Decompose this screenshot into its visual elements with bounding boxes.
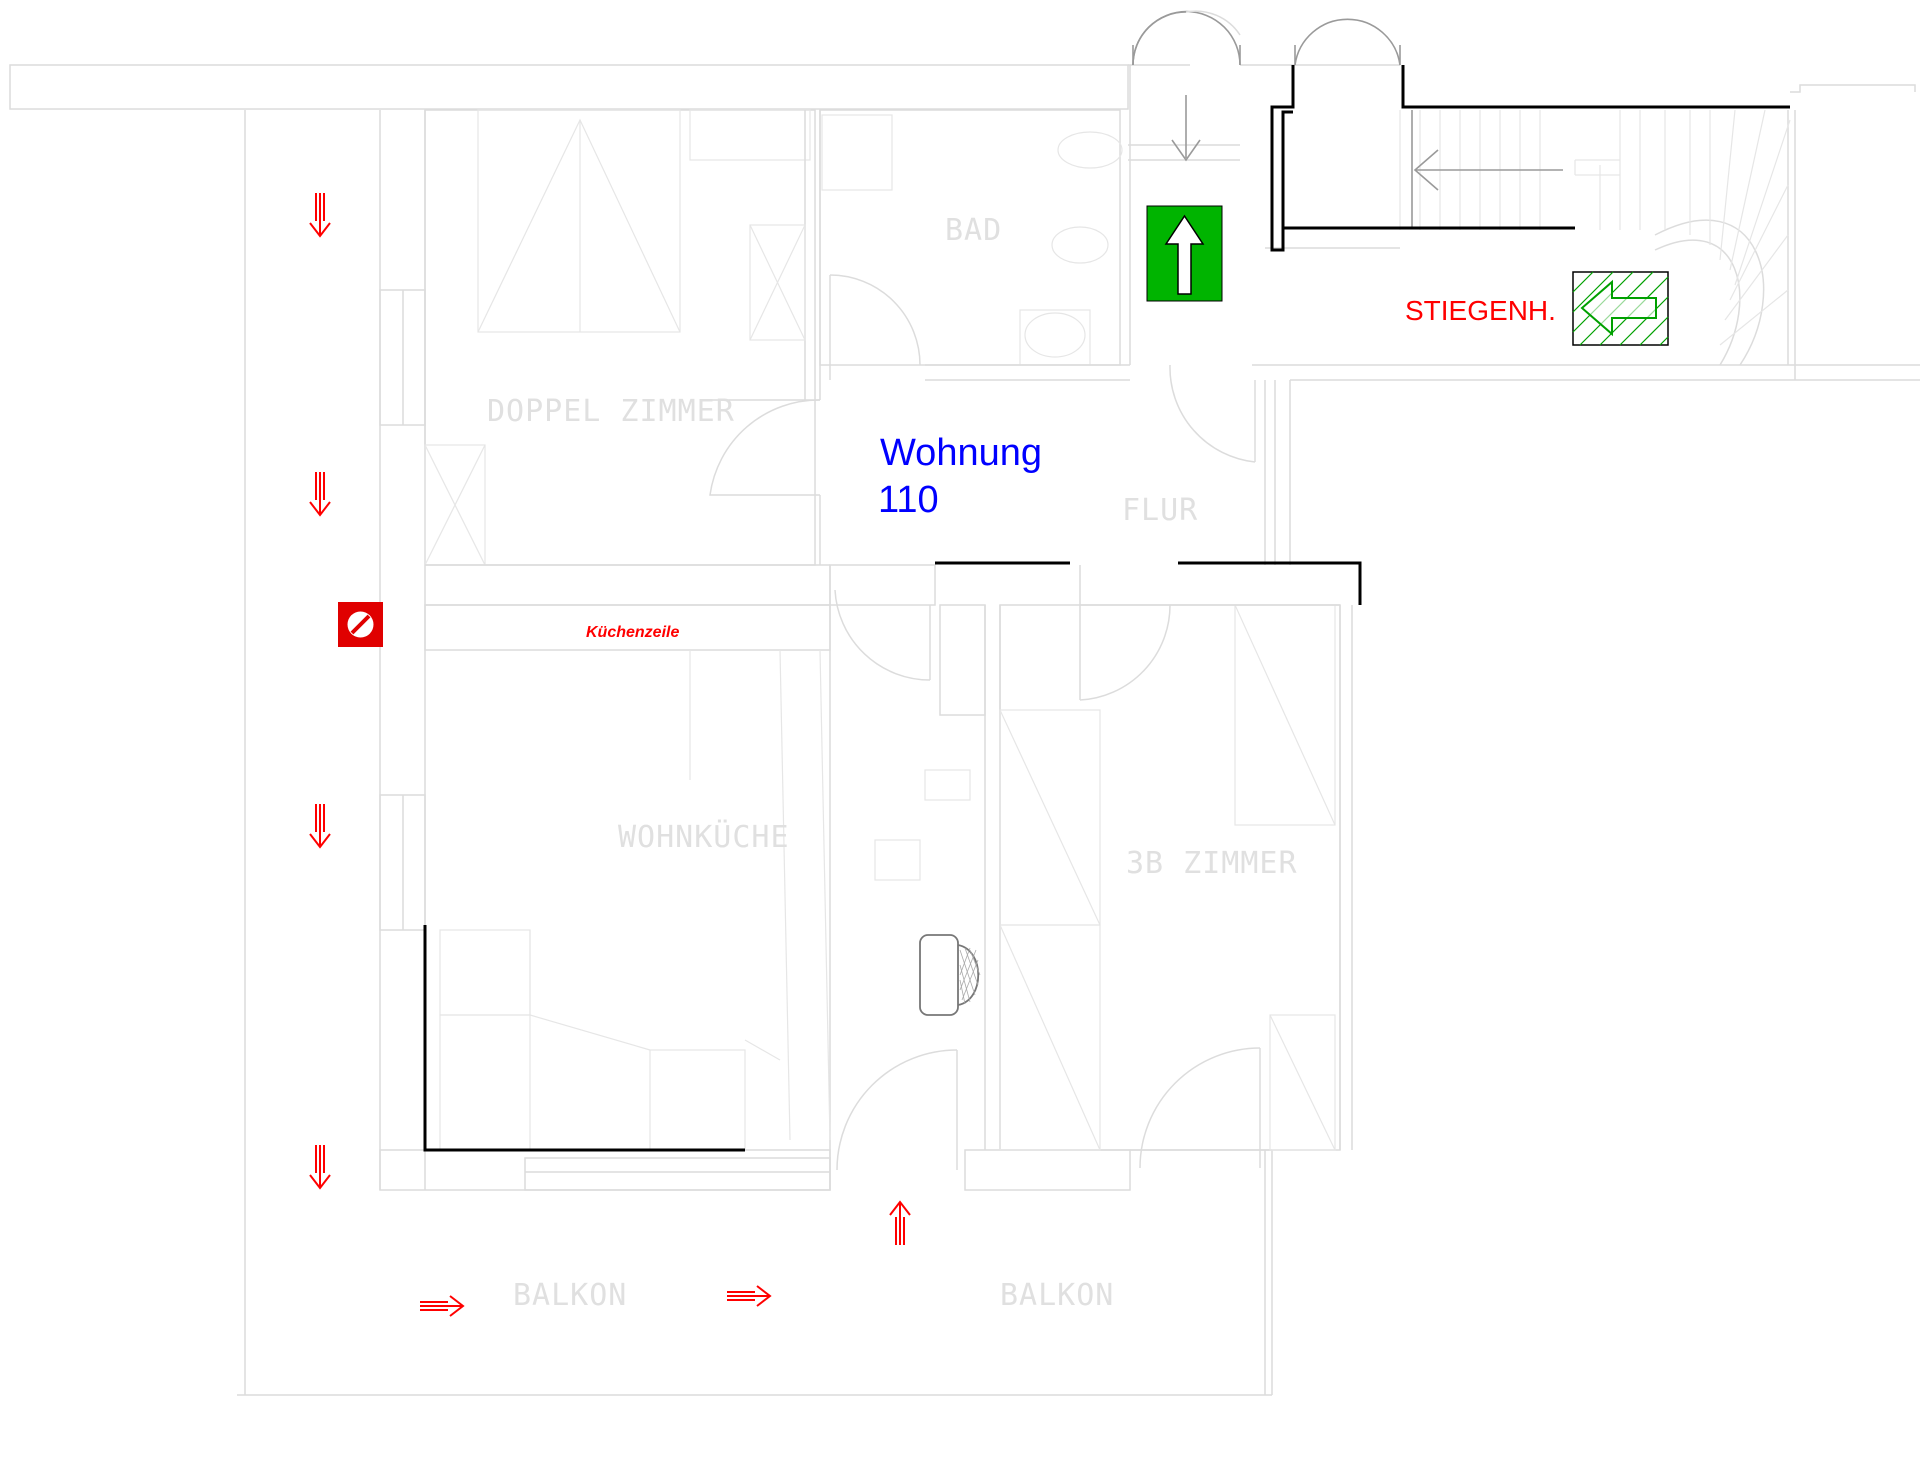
escape-route-arrow-icon xyxy=(889,1200,911,1245)
escape-route-arrow-icon xyxy=(420,1295,465,1317)
escape-route-arrow-icon xyxy=(309,1145,331,1190)
no-entry-circle-icon xyxy=(338,602,383,647)
room-label-3b-zimmer: 3B ZIMMER xyxy=(1126,846,1298,881)
kitchenette-label: Küchenzeile xyxy=(586,624,679,641)
hatched-arrow-left-icon xyxy=(1572,271,1669,346)
room-label-wohnkueche: WOHNKÜCHE xyxy=(618,819,790,855)
room-label-flur: FLUR xyxy=(1122,493,1198,528)
escape-route-arrow-icon xyxy=(309,804,331,849)
room-label-doppelzimmer: DOPPEL ZIMMER xyxy=(487,394,735,429)
room-label-balkon-left: BALKON xyxy=(513,1278,627,1313)
stairwell-label: STIEGENH. xyxy=(1405,295,1556,326)
escape-route-walls xyxy=(423,65,1790,1152)
escape-route-arrow-icon xyxy=(309,472,331,517)
entrance-door-swings xyxy=(1132,10,1563,228)
apartment-name: Wohnung xyxy=(880,432,1042,474)
room-label-bad: BAD xyxy=(945,213,1002,248)
escape-route-arrow-icon xyxy=(309,193,331,238)
apartment-number: 110 xyxy=(878,479,939,521)
escape-route-arrow-icon xyxy=(727,1285,772,1307)
background-walls xyxy=(9,64,1920,1396)
armchair-icon xyxy=(919,934,981,1016)
room-label-balkon-right: BALKON xyxy=(1000,1278,1114,1313)
emergency-exit-arrow-up-icon xyxy=(1146,205,1223,302)
escape-route-arrows xyxy=(309,193,911,1317)
